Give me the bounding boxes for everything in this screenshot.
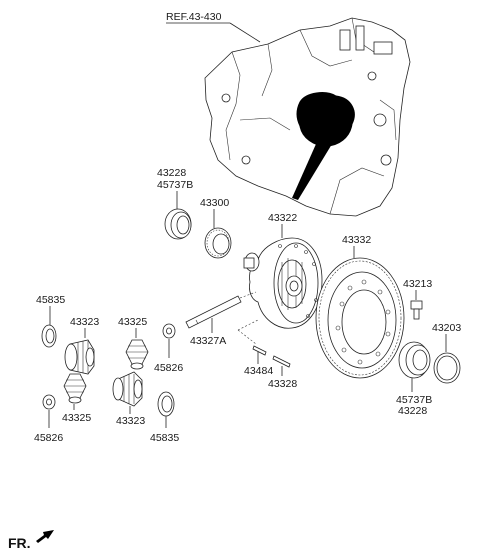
label-43323-left: 43323	[70, 316, 99, 328]
label-43484: 43484	[244, 365, 273, 377]
label-45826-left: 45826	[34, 432, 63, 444]
label-43323-mid: 43323	[116, 415, 145, 427]
front-direction-label: FR.	[8, 535, 31, 551]
label-43228-top: 43228	[157, 167, 186, 179]
ring-gear-43332	[315, 257, 405, 379]
label-43332: 43332	[342, 234, 371, 246]
differential-case-43322	[243, 237, 323, 329]
bolt-43213	[410, 300, 423, 320]
label-45737b-top: 45737B	[157, 179, 193, 191]
transaxle-housing	[204, 17, 411, 217]
label-45737b-bottom: 45737B	[396, 394, 432, 406]
pin-43328	[272, 355, 291, 368]
label-43327a: 43327A	[190, 335, 226, 347]
label-45835-mid: 45835	[150, 432, 179, 444]
label-43322: 43322	[268, 212, 297, 224]
seal-43203	[433, 352, 461, 384]
washer-45826-left	[42, 394, 56, 410]
bearing-43228-top	[164, 208, 192, 240]
bearing-43228-bottom	[398, 341, 431, 379]
washer-45835-mid	[157, 391, 175, 417]
label-43213: 43213	[403, 278, 432, 290]
washer-45835-left	[41, 324, 57, 348]
pin-43484	[252, 345, 267, 356]
side-gear-43323-left	[64, 339, 95, 375]
side-gear-43323-mid	[112, 371, 143, 407]
pinion-gear-43325-mid	[125, 339, 149, 370]
label-45826-mid: 45826	[154, 362, 183, 374]
label-43203: 43203	[432, 322, 461, 334]
housing-opening	[296, 92, 355, 147]
washer-45826-mid	[162, 323, 176, 339]
front-arrow-icon	[36, 530, 54, 543]
label-45835-left: 45835	[36, 294, 65, 306]
label-43325-left: 43325	[62, 412, 91, 424]
label-43328: 43328	[268, 378, 297, 390]
pinion-shaft-43327a	[185, 295, 242, 329]
location-pointer	[292, 144, 332, 200]
ref-label: REF.43-430	[166, 11, 222, 23]
label-43300: 43300	[200, 197, 229, 209]
pinion-gear-43325-left	[63, 373, 87, 404]
label-43325-mid: 43325	[118, 316, 147, 328]
label-43228-bottom: 43228	[398, 405, 427, 417]
ring-43300	[204, 227, 232, 259]
